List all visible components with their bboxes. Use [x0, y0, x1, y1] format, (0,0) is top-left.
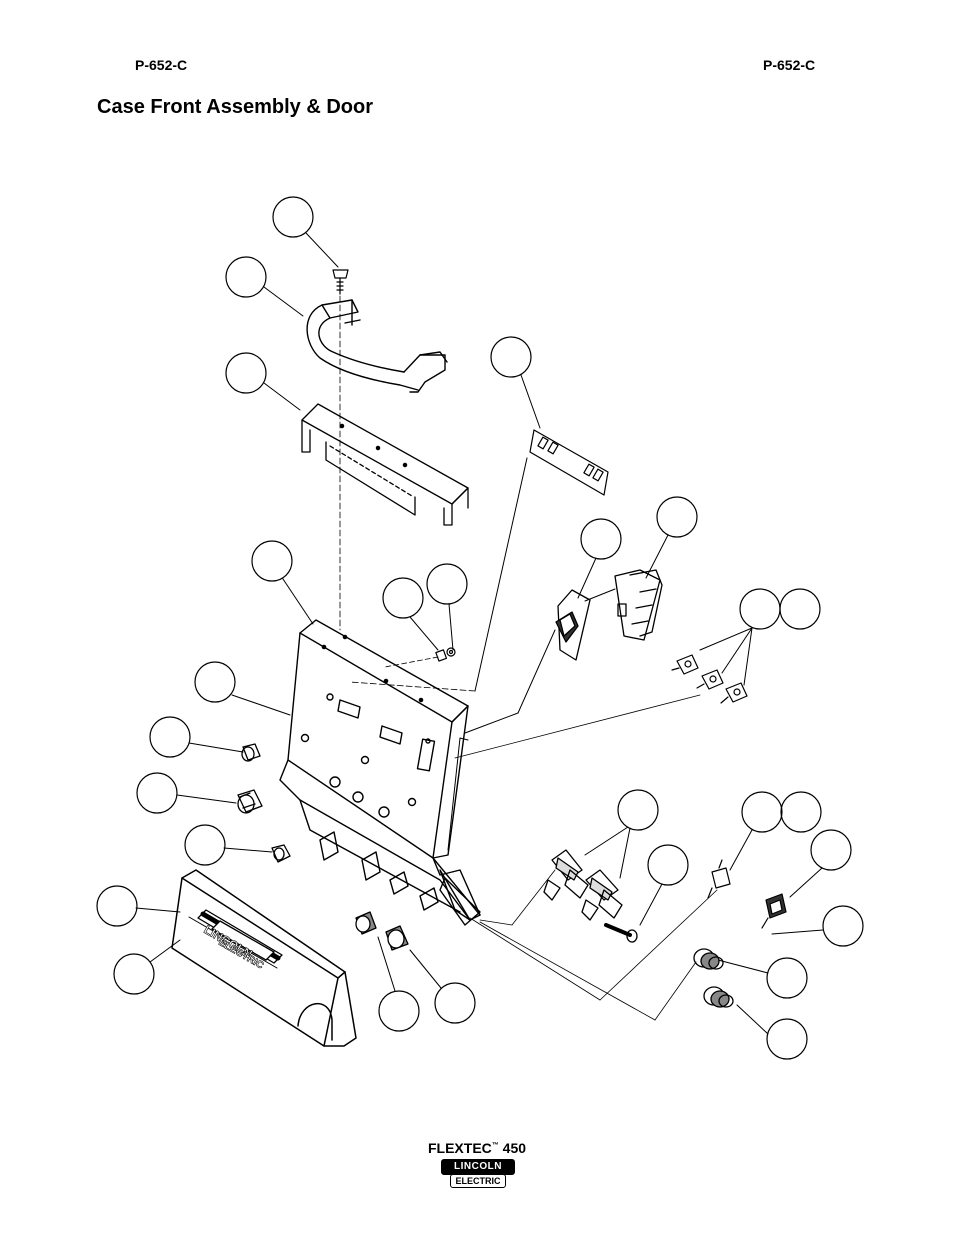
trademark-symbol: ™ [491, 1142, 499, 1149]
rocker-switch-part [555, 589, 591, 661]
knob-parts [237, 743, 291, 863]
door-part [171, 869, 357, 1047]
front-panel-part [287, 619, 469, 859]
output-terminals [543, 849, 638, 943]
part-number-left: P-652-C [135, 57, 188, 73]
lincoln-electric-logo: LINCOLN ELECTRIC ® [441, 1158, 515, 1189]
door-logo-badge: LINCOLN ELECTRIC [197, 909, 283, 972]
handle-part [306, 299, 448, 393]
switch-block-part [614, 569, 663, 641]
model-name: FLEXTEC™ 450 [0, 1140, 954, 1156]
nut-parts [435, 647, 456, 662]
registered-mark: ® [508, 1158, 514, 1167]
toggle-switches [671, 654, 748, 704]
callout-balloons [96, 196, 864, 1060]
model-number: 450 [502, 1140, 527, 1156]
page-title: Case Front Assembly & Door [97, 96, 373, 118]
small-toggle-parts [707, 859, 787, 929]
logo-top-text: LINCOLN [441, 1159, 515, 1175]
leader-lines [135, 232, 824, 1035]
model-brand: FLEXTEC [427, 1140, 492, 1156]
round-connectors [693, 948, 734, 1008]
logo-bottom-text: ELECTRIC [450, 1174, 506, 1188]
lower-knob-parts [355, 911, 409, 951]
top-bracket-part [301, 403, 469, 526]
lower-panel-part [279, 759, 481, 926]
screw-part [332, 269, 349, 295]
part-number-right: P-652-C [763, 57, 816, 73]
pc-board-part [529, 429, 609, 496]
